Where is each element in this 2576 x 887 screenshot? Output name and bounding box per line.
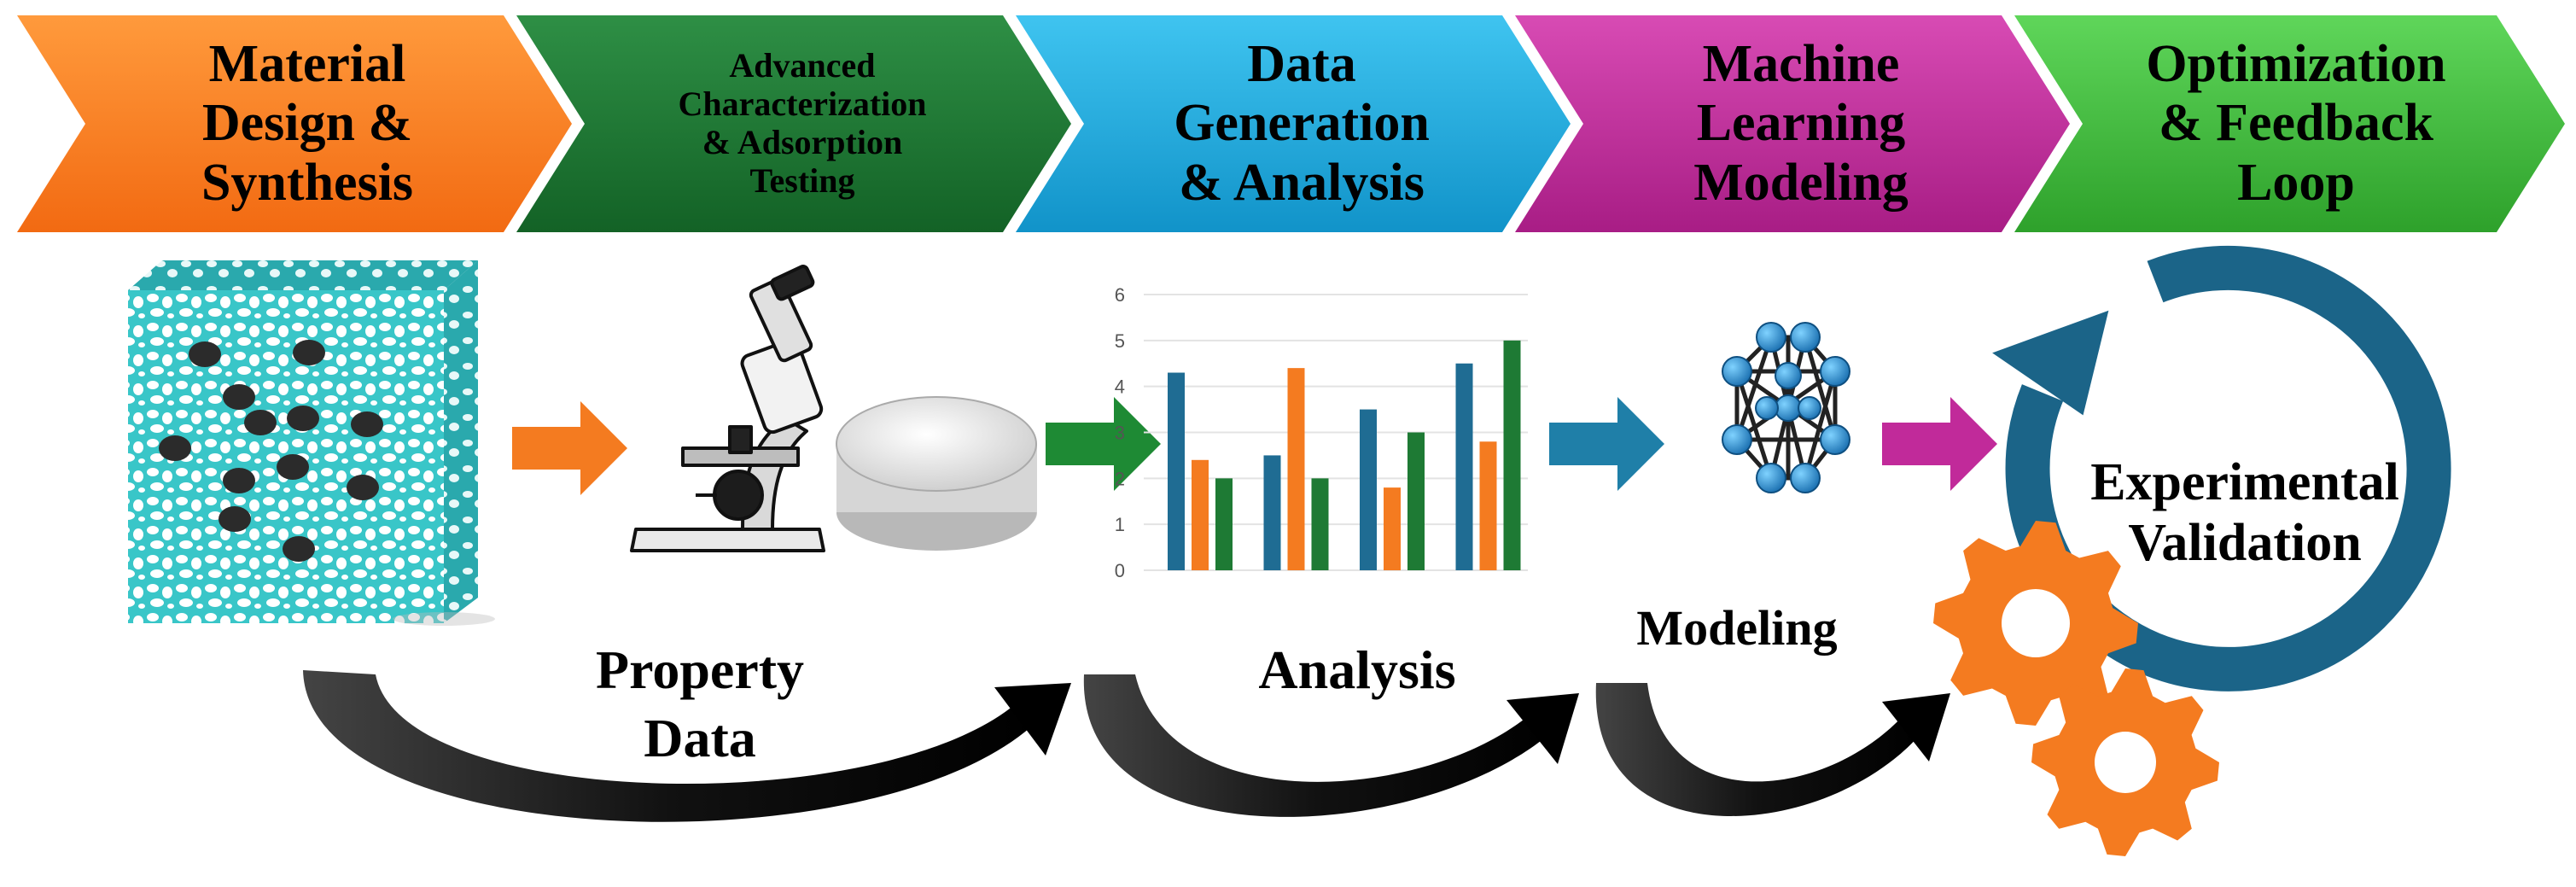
step-chevron-2	[516, 15, 1071, 232]
y-tick-label: 0	[1115, 560, 1125, 581]
analysis-label: Analysis	[1258, 639, 1456, 700]
chart-bar	[1384, 487, 1401, 570]
bar-chart: 0 1 2 3 4 5 6	[1115, 284, 1528, 581]
y-tick-label: 1	[1115, 514, 1125, 535]
curved-arrow-3	[1595, 683, 1950, 816]
step-chevron-4	[1515, 15, 2070, 232]
aerogel-disc-icon	[836, 396, 1037, 551]
step-label-4: Machine Learning Modeling	[1693, 34, 1909, 212]
chart-bar	[1503, 340, 1521, 570]
experimental-validation-label: Experimental Validation	[2090, 453, 2399, 573]
step-label-5: Optimization & Feedback Loop	[2146, 34, 2446, 212]
chart-bar	[1192, 459, 1209, 570]
gear-icon	[2031, 668, 2219, 856]
step-chevron-3	[1016, 15, 1571, 232]
y-tick-label: 4	[1115, 376, 1125, 398]
step-chevron-1	[17, 15, 572, 232]
step-chevron-5	[2014, 15, 2565, 232]
gear-hole	[2002, 589, 2070, 657]
arrow-blue-icon	[1549, 397, 1664, 491]
chart-bar	[1479, 441, 1497, 570]
y-tick-label: 2	[1115, 468, 1125, 489]
chart-bar	[1215, 478, 1233, 570]
chart-bar	[1168, 372, 1185, 570]
chart-bar	[1360, 409, 1377, 570]
chart-bar	[1311, 478, 1329, 570]
microscope-icon	[630, 265, 825, 552]
gear-hole	[2095, 732, 2156, 793]
chart-bar	[1455, 363, 1473, 570]
neural-network-icon	[1722, 322, 1850, 493]
chart-bar	[1287, 368, 1305, 570]
curved-arrow-2	[1083, 674, 1579, 817]
y-tick-label: 3	[1115, 423, 1125, 444]
arrow-green-icon	[1046, 397, 1161, 491]
chart-bar	[1407, 432, 1425, 570]
porous-foam-cube-icon	[128, 260, 495, 626]
step-label-3: Data Generation & Analysis	[1174, 34, 1430, 212]
step-label-2: Advanced Characterization & Adsorption T…	[678, 46, 927, 200]
chart-bar	[1263, 455, 1281, 570]
gear-icon	[1933, 521, 2138, 726]
step-label-1: Material Design & Synthesis	[201, 34, 414, 212]
curved-arrow-1	[303, 670, 1071, 822]
arrow-magenta-icon	[1882, 397, 1997, 491]
property-data-label: Property Data	[595, 639, 805, 768]
y-tick-label: 6	[1115, 284, 1125, 306]
modeling-label: Modeling	[1636, 600, 1838, 656]
workflow-steps-banner	[17, 15, 2565, 232]
arrow-orange-icon	[512, 401, 627, 495]
y-tick-label: 5	[1115, 330, 1125, 352]
